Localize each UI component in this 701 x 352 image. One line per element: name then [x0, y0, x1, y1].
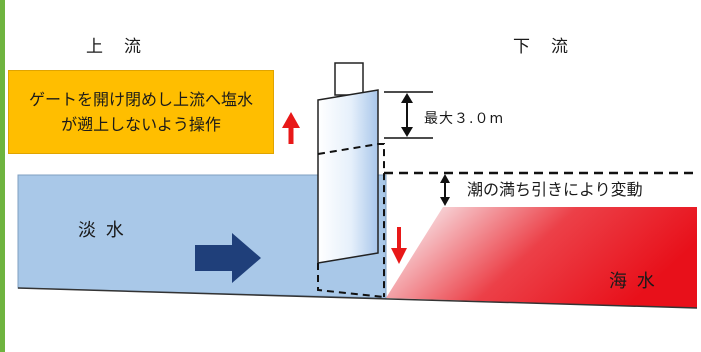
upstream-label: 上 流	[86, 37, 143, 57]
max-height-label: 最大３.０m	[424, 111, 505, 127]
gate-lowered-outline	[317, 143, 385, 297]
operation-callout: ゲートを開け閉めし上流へ塩水が遡上しないよう操作	[8, 70, 274, 154]
max-height-arrowhead-up	[401, 93, 413, 103]
gate-top-cap	[334, 62, 364, 96]
river-bed-line	[17, 287, 698, 309]
sea-water-label: 海 水	[609, 271, 657, 292]
left-border	[0, 0, 5, 352]
flow-direction-arrow	[195, 233, 261, 283]
downstream-label: 下 流	[513, 37, 570, 57]
tide-arrowhead-down	[440, 197, 450, 206]
fresh-water-label: 淡 水	[78, 220, 126, 241]
tide-arrowhead-up	[440, 174, 450, 183]
raise-arrowhead	[282, 112, 300, 128]
gate-lowered-bottom	[317, 263, 385, 298]
gate-panel	[317, 89, 379, 264]
lower-arrowhead	[391, 248, 407, 264]
tide-note-label: 潮の満ち引きにより変動	[467, 180, 643, 199]
callout-text: ゲートを開け閉めし上流へ塩水が遡上しないよう操作	[28, 90, 253, 134]
sea-water-region	[386, 207, 697, 308]
max-height-arrowhead-down	[401, 127, 413, 137]
